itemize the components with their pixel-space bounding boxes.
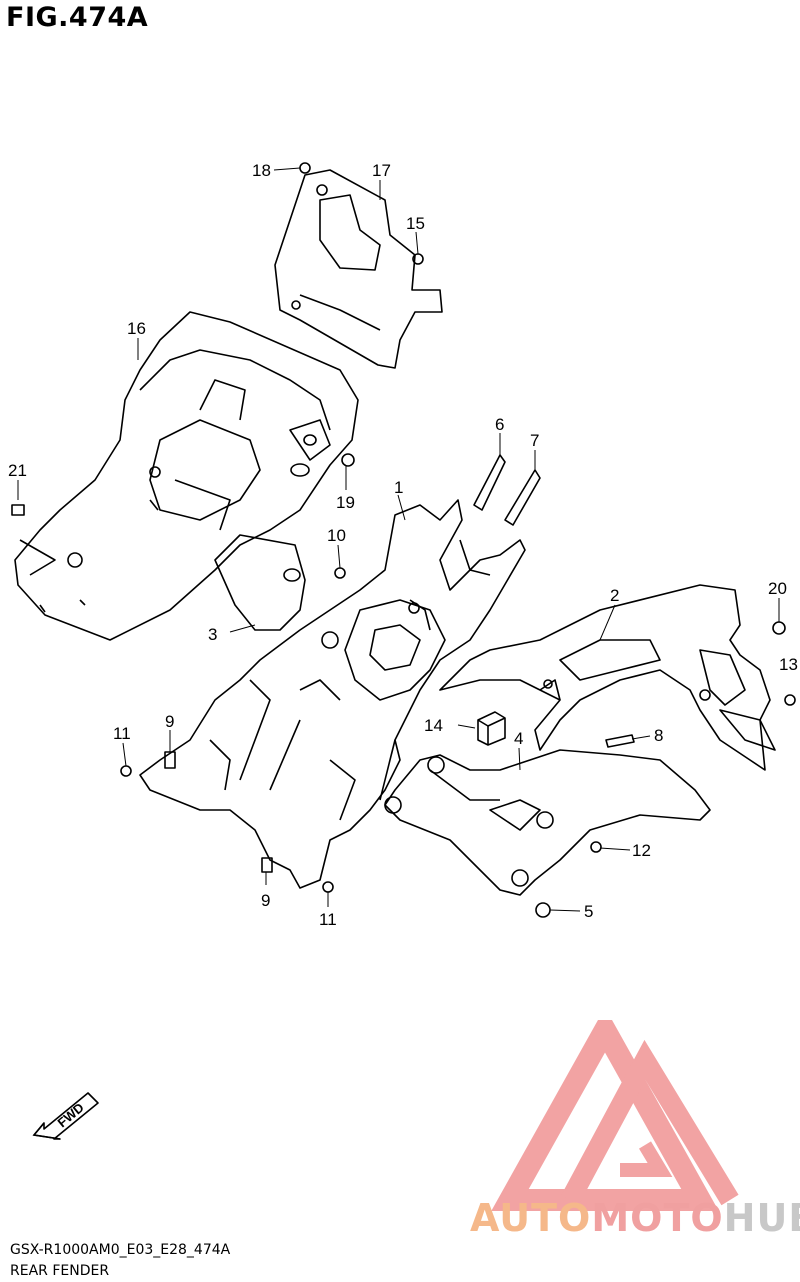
automotohub-logo-icon — [491, 1020, 739, 1211]
fasteners — [11, 162, 796, 918]
callout-1: 1 — [394, 478, 403, 497]
part-7-strip — [504, 469, 541, 526]
callout-5: 5 — [584, 902, 593, 921]
part-16-inner-fender — [14, 311, 359, 641]
callout-12: 12 — [632, 841, 651, 860]
brand-hub: HUB — [723, 1196, 800, 1240]
figure-title: FIG.474A — [6, 2, 149, 33]
brand-wordmark: AUTOMOTOHUB — [470, 1196, 800, 1240]
callout-11-top: 11 — [113, 724, 131, 743]
callout-17: 17 — [372, 161, 391, 180]
callout-4: 4 — [514, 729, 523, 748]
callout-7: 7 — [530, 431, 539, 450]
callout-labels: 18 17 15 16 21 19 1 6 7 10 2 20 13 3 4 1… — [8, 161, 798, 929]
callout-10: 10 — [327, 526, 346, 545]
part-2-tail-cover — [439, 584, 776, 771]
callout-16: 16 — [127, 319, 146, 338]
callout-9-top: 9 — [165, 712, 174, 731]
callout-9-bottom: 9 — [261, 891, 270, 910]
callout-11-bottom: 11 — [319, 910, 337, 929]
brand-moto: MOTO — [591, 1196, 724, 1240]
part-14-block — [477, 711, 506, 746]
part-1-rear-fender — [139, 499, 526, 889]
part-8-strip — [605, 734, 635, 748]
part-3-lower-cover — [214, 534, 306, 631]
callout-3: 3 — [208, 625, 217, 644]
fwd-arrow-icon: FWD — [32, 1092, 99, 1140]
callout-18: 18 — [252, 161, 271, 180]
callout-20: 20 — [768, 579, 787, 598]
figure-code: GSX-R1000AM0_E03_E28_474A — [10, 1242, 231, 1258]
brand-auto: AUTO — [470, 1196, 592, 1240]
callout-19: 19 — [336, 493, 355, 512]
callout-8: 8 — [654, 726, 663, 745]
figure-caption: REAR FENDER — [10, 1263, 110, 1279]
callout-6: 6 — [495, 415, 504, 434]
callout-13: 13 — [779, 655, 798, 674]
callout-15: 15 — [406, 214, 425, 233]
part-6-strip — [473, 454, 506, 511]
part-17-bracket — [274, 169, 443, 369]
callout-14: 14 — [424, 716, 443, 735]
callout-2: 2 — [610, 586, 619, 605]
part-4-license-bracket — [384, 749, 711, 896]
leader-lines — [17, 167, 780, 912]
callout-21: 21 — [8, 461, 27, 480]
